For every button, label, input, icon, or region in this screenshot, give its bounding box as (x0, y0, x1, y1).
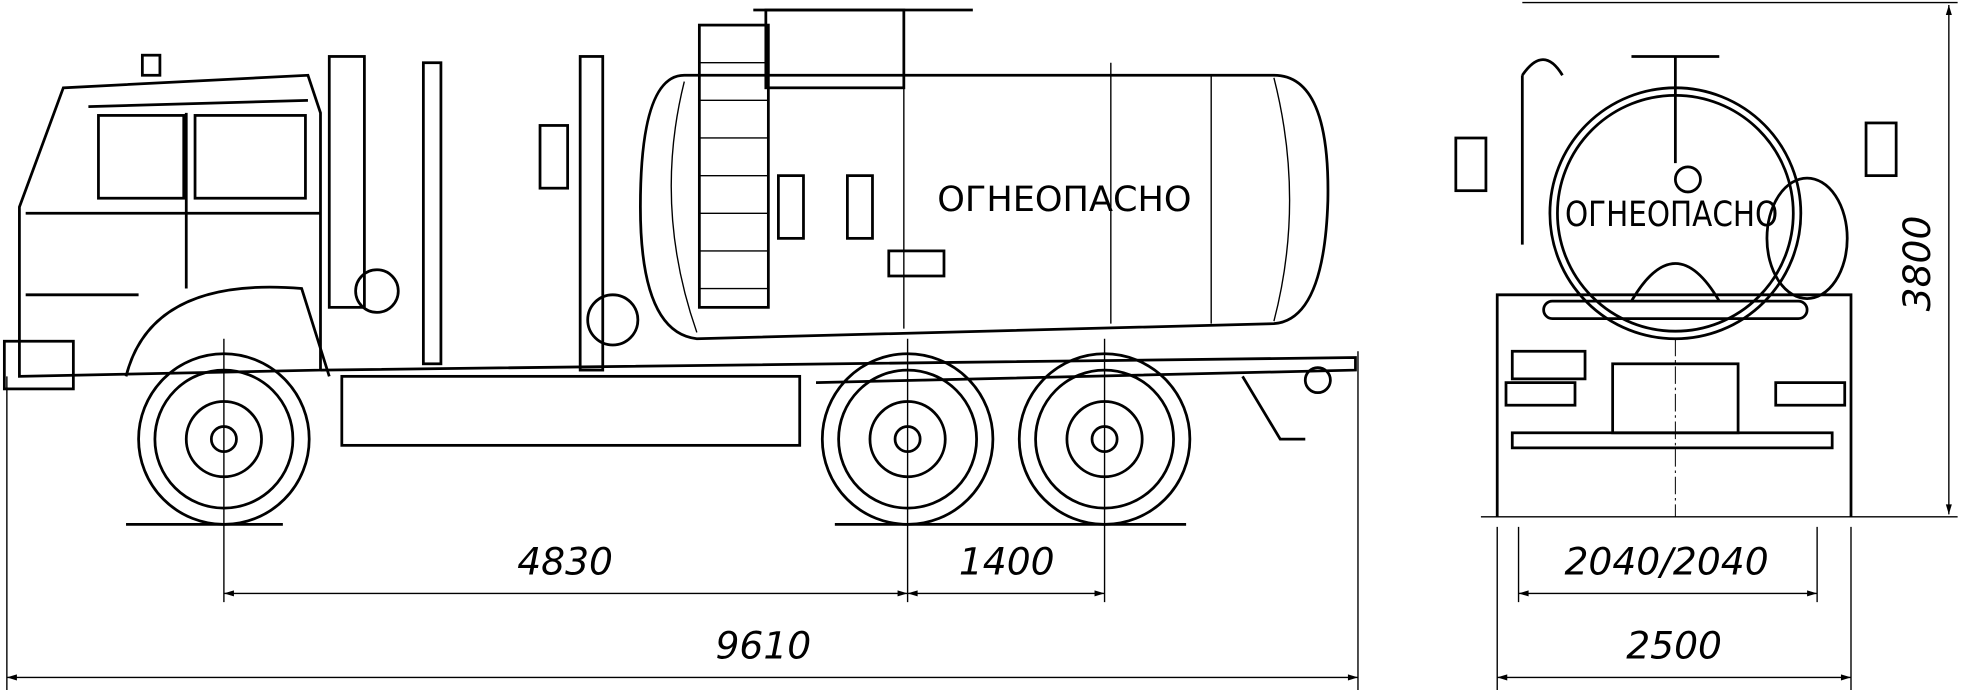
equipment-box (538, 124, 570, 190)
spare-part (354, 268, 400, 314)
length-label: 9610 (715, 624, 811, 668)
fire-extinguisher (777, 174, 805, 240)
rear-underrun-bar (1510, 431, 1834, 450)
rear-body (1495, 293, 1853, 517)
pump-column (578, 55, 605, 372)
rear-light (1510, 349, 1587, 381)
rear-bumper-pipe (1542, 299, 1809, 321)
side-view: ОГНЕОПАСНО (2, 8, 1359, 690)
ladder (697, 23, 770, 309)
width-label: 2500 (1626, 624, 1722, 668)
rear-view: ОГНЕОПАСНО 2040/2040 2500 3800 (1454, 1, 1958, 690)
pump (586, 293, 640, 347)
truck-cab (2, 53, 331, 391)
track-label: 2040/2040 (1564, 540, 1768, 584)
pressure-gauge (1673, 165, 1702, 194)
rear-railing (1520, 58, 1564, 245)
rear-ground-line (1480, 1, 1958, 518)
wheelbase-label: 4830 (517, 540, 613, 584)
height-label: 3800 (1895, 216, 1939, 312)
flammable-label: ОГНЕОПАСНО (937, 179, 1191, 220)
chassis (320, 356, 1357, 447)
axle-spacing-label: 1400 (959, 540, 1055, 584)
antenna-post (421, 61, 443, 366)
right-mirror (1864, 121, 1898, 178)
fire-extinguisher (846, 174, 874, 240)
rear-flammable-label: ОГНЕОПАСНО (1565, 194, 1778, 235)
box (887, 249, 946, 278)
left-mirror (1454, 136, 1488, 193)
tank: ОГНЕОПАСНО (639, 8, 1330, 341)
exhaust-pipe (327, 55, 366, 309)
